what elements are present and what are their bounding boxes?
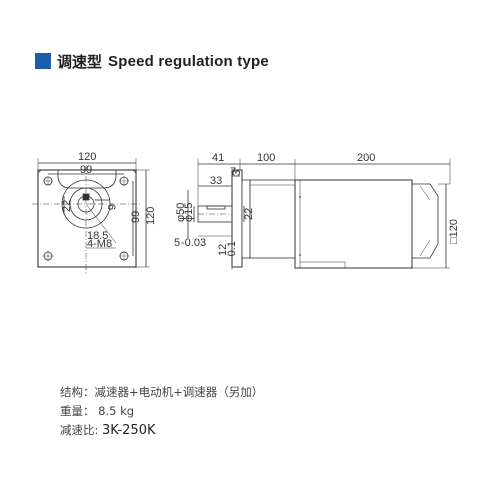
dim-square-120: □120 xyxy=(448,219,460,244)
motor-body xyxy=(294,179,413,269)
dim-key-width: 6 xyxy=(105,204,117,210)
dim-offset: 18.5 xyxy=(87,230,108,242)
weight-value: 8.5 kg xyxy=(98,404,135,418)
dim-bolt-width: 99 xyxy=(80,164,92,176)
spec-weight: 重量： 8.5 kg xyxy=(60,402,263,421)
dim-holes: 4-M8 xyxy=(87,238,112,250)
motor-end-cap xyxy=(411,183,439,259)
ratio-value: 3K-250K xyxy=(102,423,156,438)
dim-12-tolerance: -0.1 xyxy=(226,241,238,260)
dim-41: 41 xyxy=(212,152,224,164)
dim-200: 200 xyxy=(357,152,375,164)
ratio-label: 减速比: xyxy=(60,423,99,437)
weight-label: 重量： xyxy=(60,404,95,418)
spec-structure: 结构：减速器+电动机+调速器（另加） xyxy=(60,385,264,399)
front-view xyxy=(32,158,150,275)
bolt-holes xyxy=(43,176,129,261)
dim-outer-height: 120 xyxy=(145,207,157,225)
dim-5-tolerance: -0.03 xyxy=(181,237,206,249)
title-english: Speed regulation type xyxy=(108,52,269,70)
side-dimensions: 41 100 200 33 7 3 φ50 φ15 22 5 -0.03 12 … xyxy=(174,152,460,260)
dim-5: 5 xyxy=(174,237,180,249)
dim-100: 100 xyxy=(257,152,275,164)
specifications: 结构：减速器+电动机+调速器（另加） 重量： 8.5 kg 减速比: 3K-25… xyxy=(60,383,263,440)
section-marker xyxy=(35,53,51,69)
dim-12: 12 xyxy=(217,244,229,256)
spec-ratio: 减速比: 3K-250K xyxy=(60,421,263,440)
dim-15: φ15 xyxy=(183,203,195,222)
side-view xyxy=(187,159,451,270)
title-chinese: 调速型 xyxy=(57,52,103,71)
dim-33: 33 xyxy=(210,175,222,187)
dim-22: 22 xyxy=(243,208,255,220)
dim-outer-width: 120 xyxy=(78,151,96,163)
dim-shaft-key: 22 xyxy=(61,200,73,212)
dim-50: φ50 xyxy=(175,203,187,222)
front-flange-outline xyxy=(37,169,137,268)
dim-bolt-height: 99 xyxy=(130,211,142,223)
dim-7: 7 xyxy=(230,166,236,178)
front-dimensions: 120 99 22 6 99 120 18.5 4-M8 xyxy=(61,151,157,250)
section-header: 调速型 Speed regulation type xyxy=(35,50,269,72)
dim-3: 3 xyxy=(231,170,243,176)
